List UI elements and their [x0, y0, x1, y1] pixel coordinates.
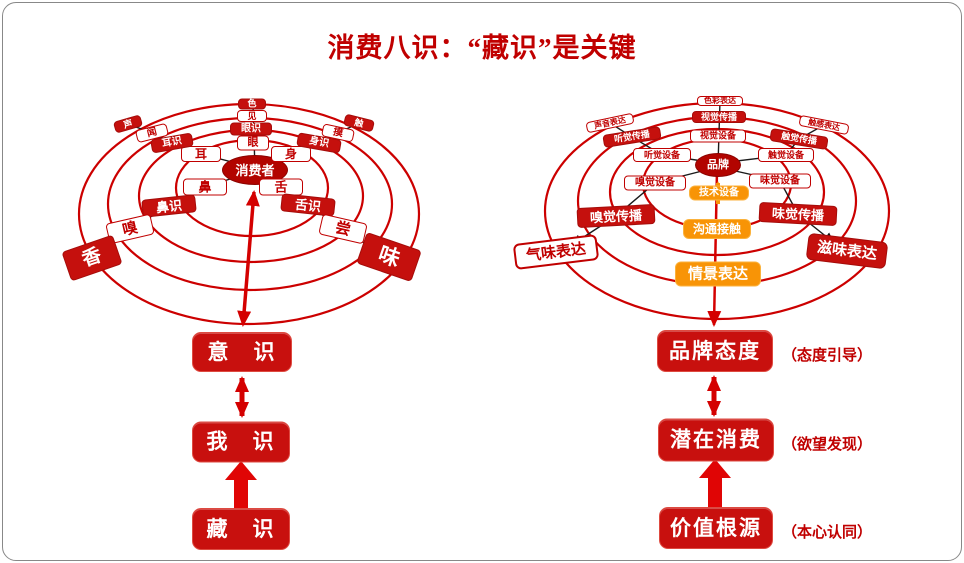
left-nose-organ: 鼻: [183, 178, 227, 196]
potential-consumption-note: （欲望发现）: [782, 437, 873, 453]
value-root-box: 价值根源: [659, 507, 773, 549]
right-tech-device: 技术设备: [689, 185, 749, 201]
right-taste-device: 味觉设备: [749, 173, 811, 189]
brand-center: 品牌: [695, 153, 741, 177]
left-eye-organ: 眼: [237, 135, 269, 151]
right-sight-spread: 视觉传播: [692, 111, 746, 123]
page-title: 消费八识：“藏识”是关键: [327, 33, 637, 63]
right-sight-expression: 色彩表达: [697, 96, 743, 106]
right-taste-spread: 味觉传播: [758, 201, 838, 227]
left-tongue-organ: 舌: [259, 178, 303, 196]
left-eye-object: 色: [238, 98, 266, 110]
right-hearing-device: 听觉设备: [633, 148, 691, 162]
brand-attitude-box: 品牌态度: [657, 330, 773, 372]
right-sight-device: 视觉设备: [690, 129, 746, 143]
right-tech-contact: 沟通接触: [683, 219, 751, 239]
consciousness-box: 意 识: [192, 332, 292, 372]
value-to-potential-block-arrow: [699, 459, 731, 507]
left-body-organ: 身: [271, 146, 311, 162]
potential-consumption-box: 潜在消费: [658, 418, 774, 462]
value-root-note: （本心认同）: [782, 525, 873, 541]
left-eye-consciousness: 眼识: [230, 122, 272, 136]
right-smell-device: 嗅觉设备: [624, 175, 686, 191]
right-touch-device: 触觉设备: [758, 148, 814, 162]
brand-attitude-note: （态度引导）: [782, 348, 873, 364]
right-smell-spread: 嗅觉传播: [576, 203, 656, 229]
left-eye-action: 见: [237, 110, 267, 122]
right-tech-expression: 情景表达: [675, 261, 761, 287]
ego-consciousness-box: 我 识: [192, 421, 290, 463]
store-to-ego-block-arrow: [225, 461, 257, 509]
left-ear-organ: 耳: [181, 146, 221, 162]
store-consciousness-box: 藏 识: [192, 508, 290, 550]
